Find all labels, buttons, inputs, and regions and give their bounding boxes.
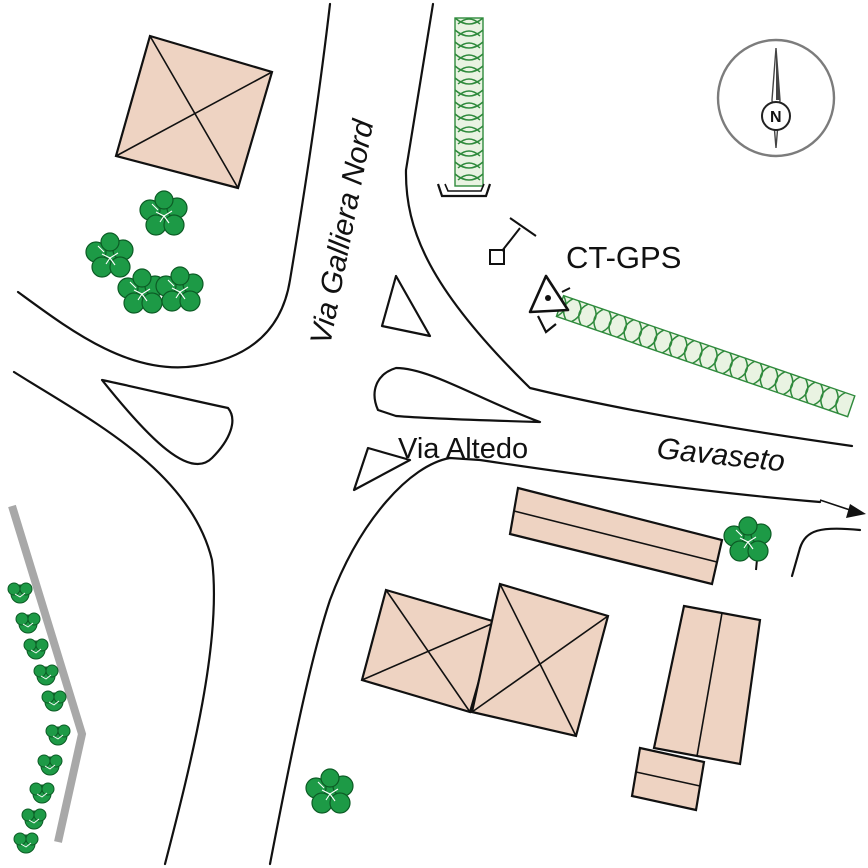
- tree-icon: [37, 754, 63, 776]
- building-nw: [114, 34, 274, 190]
- road-edge: [16, 2, 332, 369]
- tree-icon: [139, 190, 188, 236]
- wall-gray: [8, 504, 87, 843]
- tree-icon: [723, 516, 772, 562]
- road-edge: [790, 546, 802, 578]
- hedge-north: [454, 17, 484, 187]
- road-edge: [404, 2, 854, 448]
- road-network: [12, 2, 862, 866]
- tree-icon: [33, 664, 59, 686]
- survey-triangle-icon[interactable]: [528, 274, 571, 334]
- bench-symbol: [436, 183, 492, 198]
- road-edge: [268, 456, 822, 866]
- tree-icon: [85, 232, 134, 278]
- road-label-galliera: Via Galliera Nord: [304, 116, 380, 347]
- traffic-island: [352, 446, 412, 492]
- building-annex: [630, 746, 706, 812]
- road-edge: [12, 370, 216, 866]
- tree-icon: [41, 690, 67, 712]
- traffic-island: [100, 378, 234, 466]
- traffic-island: [380, 274, 432, 338]
- tree-icon: [7, 582, 33, 604]
- road-label-gavaseto: Gavaseto: [655, 432, 786, 478]
- road-edge: [798, 527, 862, 550]
- building-south-left: [360, 588, 498, 714]
- compass-rose-icon: N: [716, 38, 836, 158]
- road-label-altedo: Via Altedo: [398, 433, 528, 465]
- building-east: [652, 604, 762, 766]
- tree-icon: [29, 782, 55, 804]
- building-south-right: [470, 582, 610, 738]
- arrow-right-icon: [819, 499, 866, 518]
- hedges: [454, 17, 856, 418]
- traffic-island: [373, 366, 542, 424]
- lamp-post-symbol: [489, 217, 537, 265]
- tree-icon: [15, 612, 41, 634]
- traffic-islands: [100, 274, 542, 492]
- north-label: N: [770, 109, 782, 126]
- tree-icon: [21, 808, 47, 830]
- tree-icon: [23, 638, 49, 660]
- station-label[interactable]: CT-GPS: [566, 240, 681, 275]
- tree-icon: [45, 724, 71, 746]
- tree-icon: [13, 832, 39, 854]
- building-long: [508, 486, 724, 586]
- tree-icon: [155, 266, 204, 312]
- hedge-east: [555, 294, 856, 418]
- buildings: [114, 34, 762, 812]
- tree-icon: [305, 768, 354, 814]
